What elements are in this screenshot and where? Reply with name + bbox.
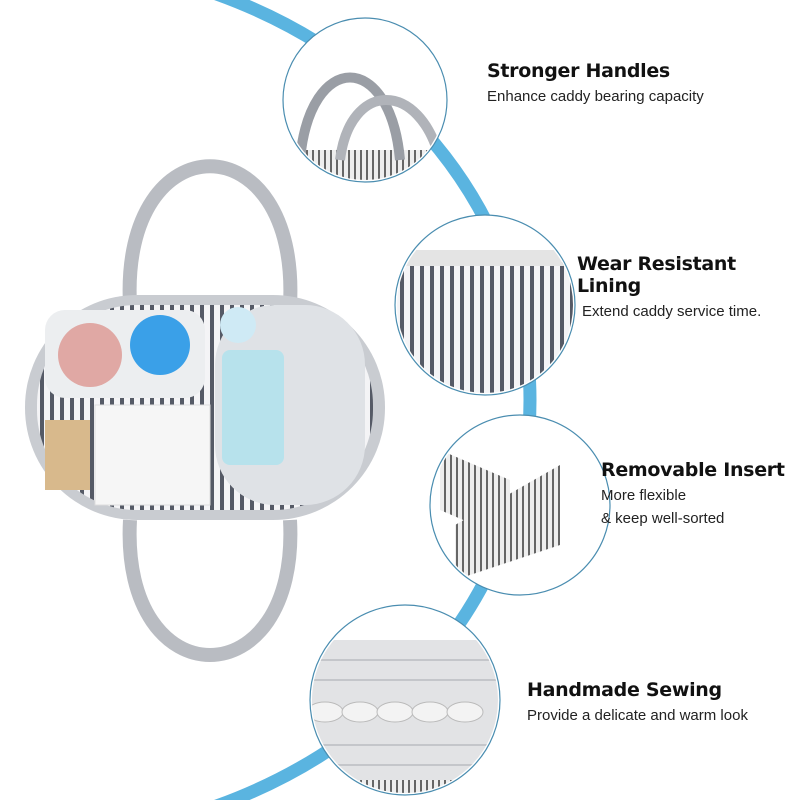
feature-handmade-sewing: Handmade Sewing Provide a delicate and w… [527,679,748,726]
blue-arc [213,0,537,800]
feature-title: Wear Resistant Lining [577,253,736,297]
feature-desc: More flexible [601,487,687,504]
feature-desc: Enhance caddy bearing capacity [487,88,704,105]
feature-removable-insert: Removable Insert More flexible & keep we… [601,459,785,529]
lining-detail [397,250,573,393]
feature-desc-2: & keep well-sorted [601,510,725,527]
feature-title: Removable Insert [601,459,785,481]
sewing-detail [312,640,498,793]
feature-title: Stronger Handles [487,60,670,82]
insert-detail [440,450,560,580]
feature-wear-resistant-lining: Wear Resistant Lining Extend caddy servi… [577,253,800,322]
feature-desc: Extend caddy service time. [582,303,762,320]
caddy-basket [25,159,385,662]
feature-title: Handmade Sewing [527,679,722,701]
feature-desc: Provide a delicate and warm look [527,707,748,724]
feature-stronger-handles: Stronger Handles Enhance caddy bearing c… [487,60,704,107]
